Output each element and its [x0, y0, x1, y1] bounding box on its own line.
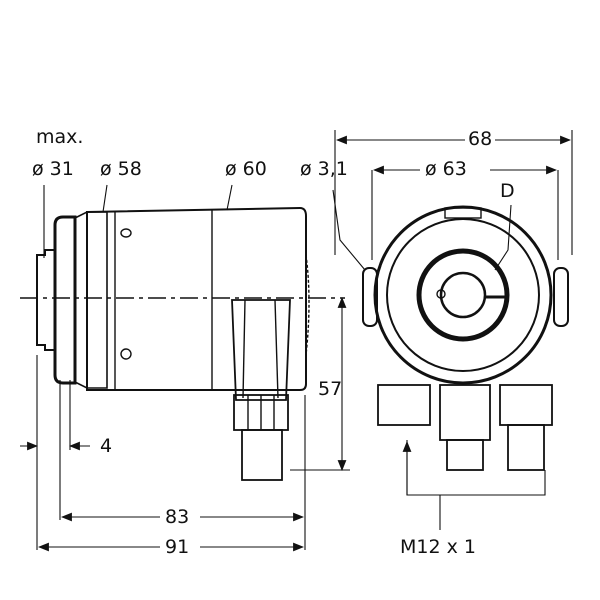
outer-circle — [373, 205, 553, 385]
hollow-shaft-ring — [416, 248, 510, 342]
connector-right — [499, 384, 553, 426]
label-diameter-31: ø 31 — [32, 158, 74, 180]
front-view — [362, 205, 569, 471]
label-width-68: 68 — [468, 128, 493, 150]
top-notch — [444, 207, 482, 219]
label-length-4: 4 — [100, 435, 113, 457]
label-diameter-58: ø 58 — [100, 158, 142, 180]
front-flange — [53, 215, 77, 385]
connector-plug — [241, 429, 283, 481]
connector-middle — [439, 384, 491, 441]
label-length-91: 91 — [165, 536, 190, 558]
label-height-57: 57 — [318, 378, 343, 400]
label-diameter-63: ø 63 — [425, 158, 467, 180]
shaft-flange — [36, 249, 56, 351]
mounting-ear — [553, 267, 569, 327]
connector-housing — [231, 299, 291, 401]
label-length-83: 83 — [165, 506, 190, 528]
screw-icon — [120, 228, 132, 238]
side-view — [20, 206, 345, 481]
label-diameter-60: ø 60 — [225, 158, 267, 180]
connector-left — [377, 384, 431, 426]
label-thread-m12: M12 x 1 — [400, 536, 476, 558]
housing — [86, 206, 307, 391]
dimension-lines — [20, 130, 573, 552]
label-diameter-3-1: ø 3,1 — [300, 158, 348, 180]
mounting-ear — [362, 267, 378, 327]
screw-icon — [120, 348, 132, 360]
label-max: max. — [36, 126, 84, 148]
label-D: D — [500, 180, 515, 202]
